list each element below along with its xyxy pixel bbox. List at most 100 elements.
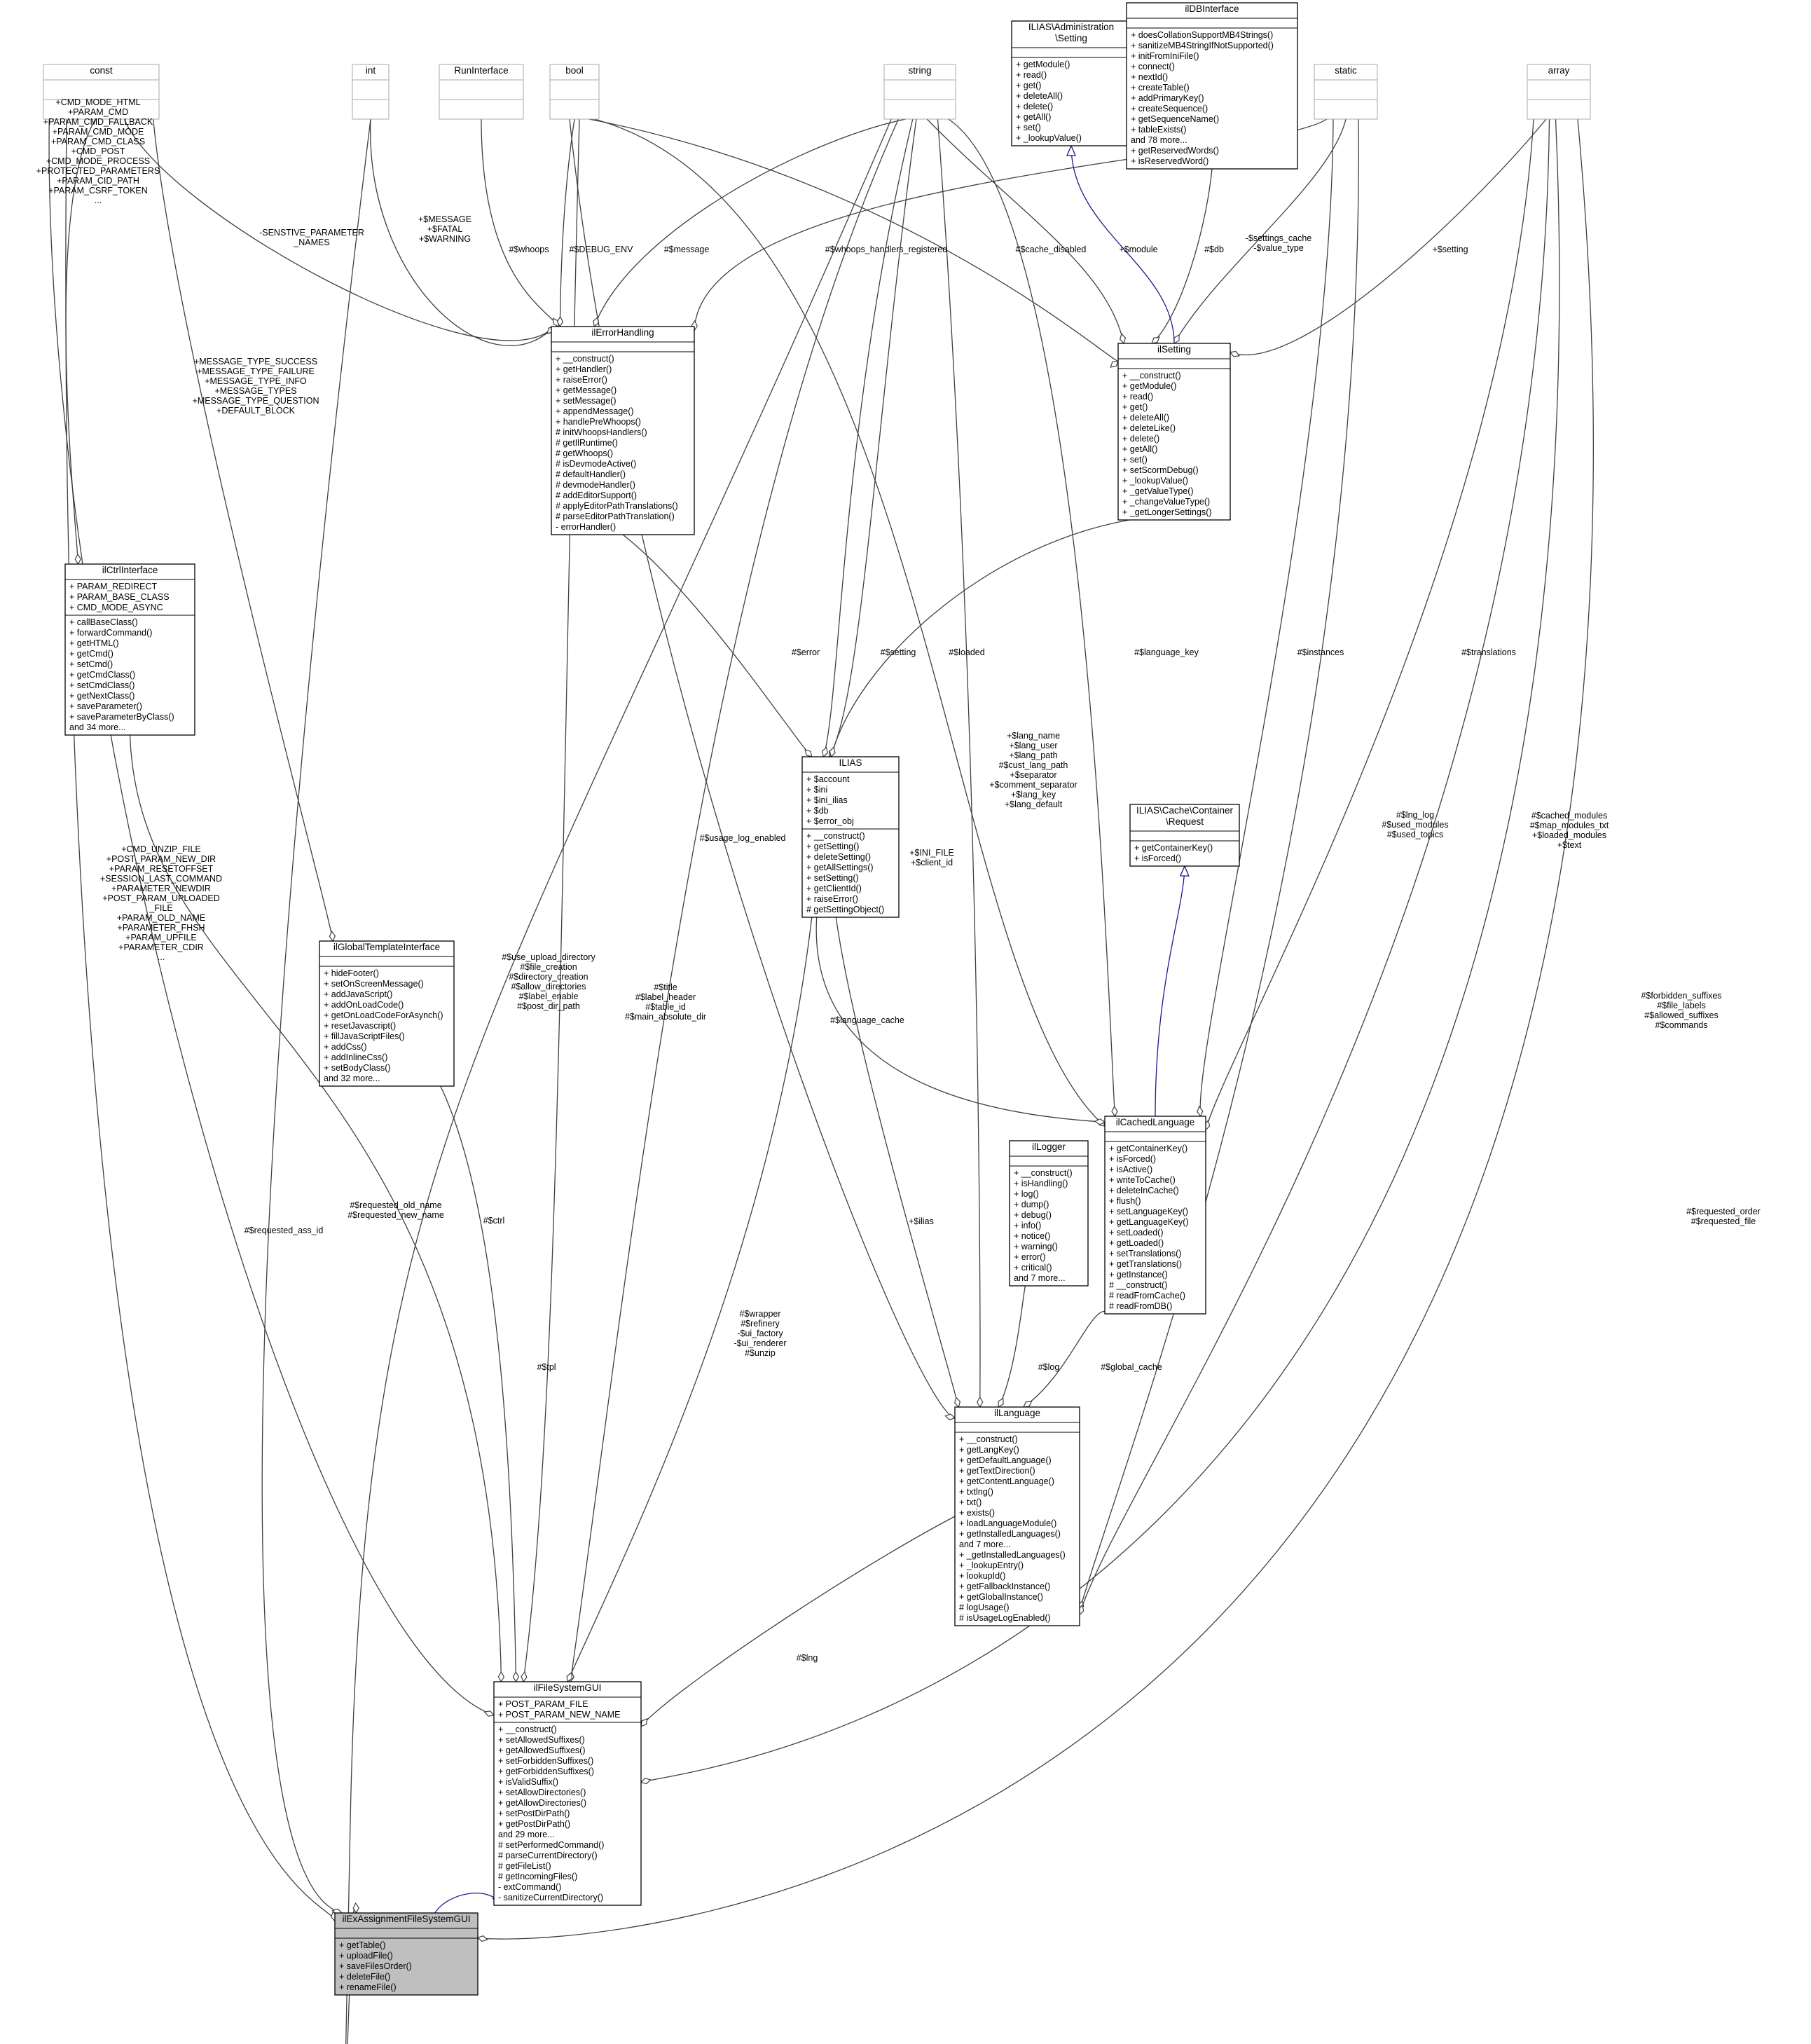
edge-label-line: +$lang_default (1005, 800, 1063, 809)
edge-label-line: +PARAM_CMD (68, 107, 128, 117)
edge-label-line: +PARAM_UPFILE (125, 933, 197, 942)
class-node-ilias[interactable]: ILIAS+ $account+ $ini+ $ini_ilias+ $db+ … (801, 756, 900, 918)
class-method: + __construct() (959, 1434, 1018, 1444)
edge-label-line: +PARAM_CID_PATH (57, 176, 139, 186)
edge-label-cached_lang: #$global_cache (1101, 1362, 1162, 1372)
class-node-int[interactable]: int (352, 64, 390, 120)
class-method: + _getLongerSettings() (1122, 507, 1212, 517)
class-node-illanguage[interactable]: ilLanguage+ __construct()+ getLangKey()+… (954, 1406, 1080, 1626)
class-node-illogger[interactable]: ilLogger+ __construct()+ isHandling()+ l… (1009, 1140, 1089, 1287)
class-node-ilctrlinterface[interactable]: ilCtrlInterface+ PARAM_REDIRECT+ PARAM_B… (64, 563, 195, 736)
edge-label-line: +$text (1557, 840, 1582, 850)
edge-label-static_errh: #$whoops_handlers_registered (825, 245, 947, 254)
edge-label-line: #$setting (881, 647, 916, 657)
edge-label-line: +MESSAGE_TYPE_FAILURE (197, 366, 315, 376)
edge-label-line: #$ctrl (483, 1216, 505, 1226)
class-method: + nextId() (1131, 72, 1168, 82)
class-method: + isForced() (1109, 1154, 1156, 1164)
class-node-ildbinterface[interactable]: ilDBInterface+ doesCollationSupportMB4St… (1126, 2, 1298, 170)
edge-label-line: +$ilias (909, 1216, 934, 1226)
class-method: + delete() (1122, 434, 1159, 444)
class-title: ilDBInterface (1185, 4, 1239, 14)
association-edge (926, 118, 1124, 343)
association-edge (65, 118, 335, 1921)
class-node-ilerrorhandling[interactable]: ilErrorHandling+ __construct()+ getHandl… (551, 326, 695, 535)
association-edge (123, 118, 555, 341)
class-method: + getPostDirPath() (498, 1819, 570, 1829)
class-box (1104, 1116, 1206, 1315)
class-method: + critical() (1014, 1263, 1052, 1273)
class-node-runinterface[interactable]: RunInterface (439, 64, 524, 120)
class-method: + deleteInCache() (1109, 1186, 1179, 1195)
class-method: + setScormDebug() (1122, 465, 1199, 475)
class-method: + getGlobalInstance() (959, 1592, 1043, 1602)
class-method: + uploadFile() (339, 1951, 393, 1961)
class-attribute: + POST_PARAM_NEW_NAME (498, 1710, 620, 1720)
class-node-const[interactable]: const (43, 64, 160, 120)
class-node-ilsetting[interactable]: ilSetting+ __construct()+ getModule()+ r… (1117, 343, 1231, 521)
association-edge (594, 118, 906, 327)
class-node-cache_request[interactable]: ILIAS\Cache\Container\Request+ getContai… (1129, 804, 1240, 867)
class-method: and 7 more... (959, 1539, 1011, 1549)
edge-label-line: +PARAMETER_FHSH (117, 923, 205, 933)
class-box (1126, 2, 1298, 170)
edge-label-bool_lang: #$usage_log_enabled (699, 833, 785, 843)
edge-label-array_fsgui: #$forbidden_suffixes#$file_labels#$allow… (1641, 991, 1721, 1030)
class-method: + setForbiddenSuffixes() (498, 1756, 593, 1766)
class-node-ilexassignmentfilesystemgui[interactable]: ilExAssignmentFileSystemGUI+ getTable()+… (334, 1912, 478, 1996)
class-node-ilglobaltemplateinterface[interactable]: ilGlobalTemplateInterface+ hideFooter()+… (319, 940, 455, 1087)
class-method: + debug() (1014, 1210, 1052, 1220)
nodes-layer: const int RunInterface bool string static arra… (43, 2, 1591, 1996)
association-edge (440, 1085, 516, 1682)
edge-label-line: #$title (654, 982, 677, 992)
edge-label-array_ex: #$requested_order#$requested_file (1686, 1207, 1761, 1226)
class-method: # applyEditorPathTranslations() (556, 501, 678, 511)
class-method: + exists() (959, 1508, 995, 1518)
edge-label-line: -$ui_renderer (734, 1338, 786, 1348)
class-node-ilfilesystemgui[interactable]: ilFileSystemGUI+ POST_PARAM_FILE+ POST_P… (493, 1681, 642, 1906)
association-edge (835, 917, 958, 1407)
edge-label-line: #$refinery (741, 1319, 780, 1329)
association-edge (261, 118, 371, 1913)
edge-label-line: #$cached_modules (1531, 811, 1607, 821)
class-node-string[interactable]: string (883, 64, 956, 120)
class-method: + _lookupValue() (1016, 133, 1082, 143)
class-method: + get() (1122, 402, 1148, 412)
edge-label-bool_set: #$cache_disabled (1016, 245, 1087, 254)
class-node-static[interactable]: static (1314, 64, 1378, 120)
edge-label-line: #$requested_old_name (350, 1200, 441, 1210)
association-edge (823, 118, 914, 757)
class-method: + deleteFile() (339, 1972, 390, 1982)
class-method: + getAllowedSuffixes() (498, 1745, 586, 1755)
class-box (334, 1912, 478, 1996)
edge-label-line: #$post_dir_path (517, 1001, 580, 1011)
edge-label-line: +POST_PARAM_NEW_DIR (106, 854, 216, 864)
class-method: + createTable() (1131, 83, 1190, 92)
association-edge (998, 1285, 1026, 1407)
class-method: + _getInstalledLanguages() (959, 1550, 1066, 1560)
class-method: + getCmd() (69, 649, 113, 659)
class-method: + getCmdClass() (69, 670, 135, 680)
association-edge (829, 118, 917, 757)
class-method: + dump() (1014, 1200, 1049, 1209)
association-edge (1152, 168, 1213, 343)
class-method: # __construct() (1109, 1280, 1167, 1290)
edge-label-line: #$DEBUG_ENV (569, 245, 633, 254)
class-method: + getLangKey() (959, 1445, 1019, 1455)
class-method: + setAllowedSuffixes() (498, 1735, 585, 1745)
class-title: ILIAS (839, 757, 862, 768)
edge-label-line: +SESSION_LAST_COMMAND (100, 874, 222, 884)
edge-label-line: +$setting (1432, 245, 1468, 254)
association-edge (478, 118, 1594, 1939)
class-attribute: + PARAM_BASE_CLASS (69, 592, 170, 602)
class-node-array[interactable]: array (1527, 64, 1591, 120)
association-edge (370, 118, 554, 347)
class-method: + callBaseClass() (69, 617, 138, 627)
association-edge (641, 1516, 956, 1727)
class-method: + log() (1014, 1189, 1039, 1199)
class-node-admin_setting[interactable]: ILIAS\Administration\Setting+ getModule(… (1011, 20, 1131, 146)
class-method: + getModule() (1016, 60, 1070, 69)
class-node-bool[interactable]: bool (549, 64, 600, 120)
class-method: + error() (1014, 1252, 1046, 1262)
class-node-ilcachedlanguage[interactable]: ilCachedLanguage+ getContainerKey()+ isF… (1104, 1116, 1206, 1315)
